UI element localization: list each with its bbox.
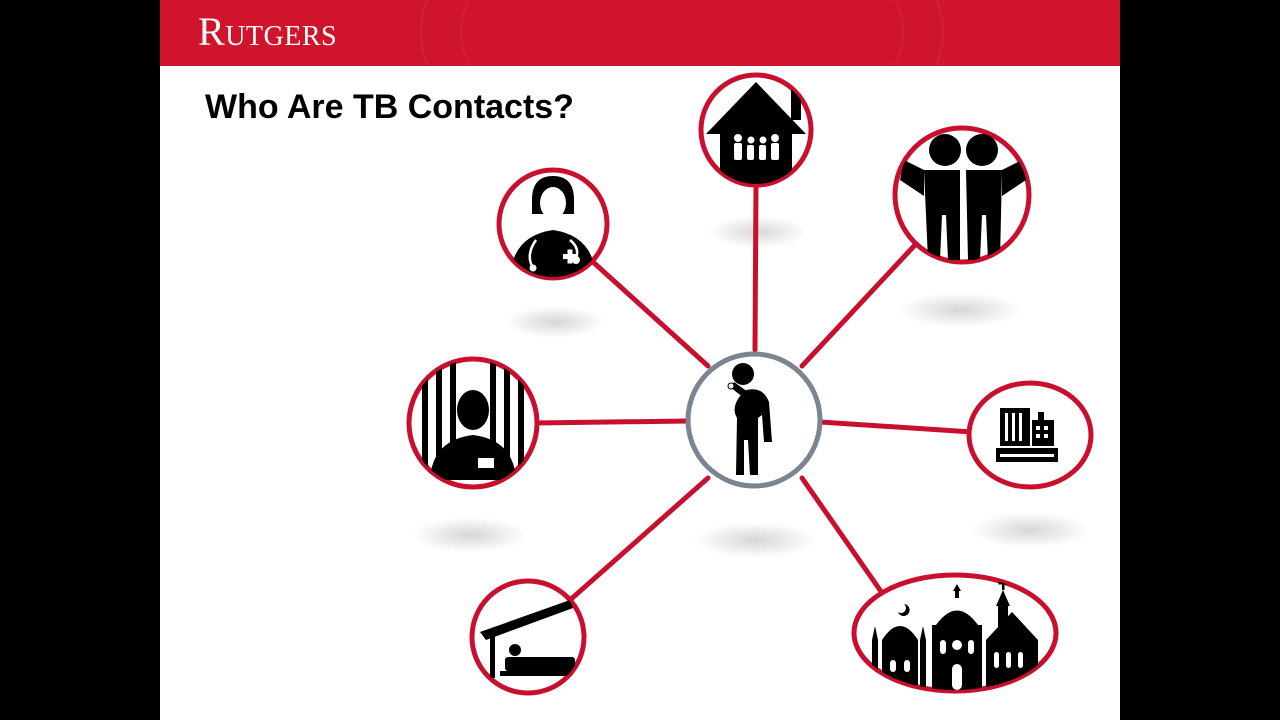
spoke-friends xyxy=(799,242,918,369)
places-of-worship-icon xyxy=(851,572,1059,694)
prisoner-icon xyxy=(406,356,540,490)
banner-seal-watermark xyxy=(420,0,944,66)
workplace-building-icon xyxy=(966,380,1094,490)
spoke-prison xyxy=(531,418,691,426)
diagram-spokes xyxy=(531,181,975,603)
healthcare-worker-icon xyxy=(496,167,610,281)
tb-contacts-diagram xyxy=(406,72,1094,696)
spoke-worship xyxy=(799,475,883,593)
slide: RUTGERS Who Are TB Contacts? xyxy=(160,0,1120,720)
friends-icon xyxy=(892,125,1032,265)
spoke-workplace xyxy=(817,419,975,435)
spoke-household xyxy=(752,181,759,353)
rutgers-logo: RUTGERS xyxy=(198,9,338,54)
banner-seal-watermark-inner xyxy=(460,0,904,66)
header-banner: RUTGERS xyxy=(160,0,1120,66)
spoke-shelter xyxy=(567,475,711,603)
spoke-healthcare xyxy=(590,259,711,369)
slide-title: Who Are TB Contacts? xyxy=(205,88,574,126)
coughing-person-icon xyxy=(685,351,823,489)
homeless-shelter-icon xyxy=(469,578,587,696)
household-family-icon xyxy=(698,72,814,188)
